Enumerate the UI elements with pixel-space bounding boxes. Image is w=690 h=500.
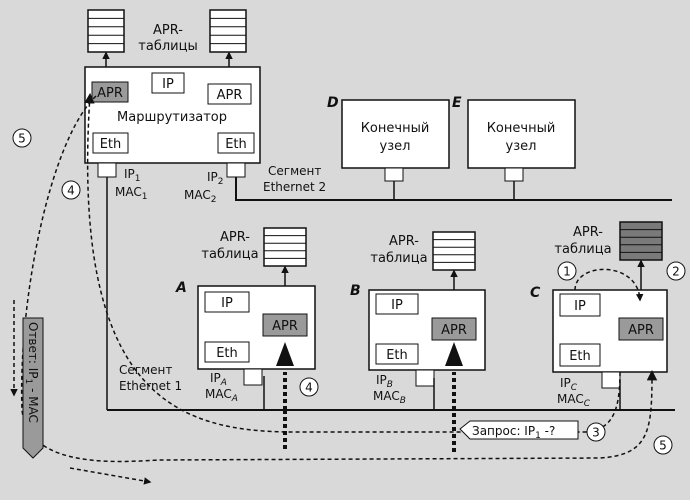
step-2-badge: 2 bbox=[666, 261, 686, 281]
svg-text:3: 3 bbox=[592, 426, 600, 440]
host-c-eth: Eth bbox=[569, 349, 591, 364]
broadcast-arrowhead-a bbox=[276, 342, 294, 366]
host-c-letter: C bbox=[530, 285, 541, 301]
response-label: Ответ: IP1 - MAC bbox=[22, 317, 44, 459]
endnode-d: D Конечный узел bbox=[327, 95, 450, 200]
host-a-letter: A bbox=[175, 280, 187, 296]
router-arp-right: APR bbox=[217, 88, 243, 103]
host-b: APR- таблица B IP APR Eth bbox=[350, 231, 486, 410]
host-a-table-label-1: APR- bbox=[220, 230, 250, 245]
router: APR IP APR Маршрутизатор Eth Eth bbox=[84, 66, 261, 178]
endnode-d-letter: D bbox=[327, 95, 339, 111]
step-1-badge: 1 bbox=[557, 261, 577, 281]
host-a-ip: IP bbox=[221, 296, 233, 311]
step-4-badge-hosts: 4 bbox=[299, 377, 319, 397]
host-b-table-label-1: APR- bbox=[389, 234, 419, 249]
router-arp-left: APR bbox=[97, 86, 123, 101]
host-b-table-label-2: таблица bbox=[370, 251, 427, 266]
endnode-d-line2: узел bbox=[380, 139, 411, 154]
svg-text:1: 1 bbox=[563, 265, 571, 279]
svg-text:5: 5 bbox=[659, 439, 667, 453]
host-a-table-label-2: таблица bbox=[201, 247, 258, 262]
step-5-badge-router: 5 bbox=[12, 128, 32, 148]
router-tables-label-1: APR- bbox=[153, 23, 183, 38]
host-b-eth: Eth bbox=[386, 348, 408, 363]
host-b-letter: B bbox=[350, 283, 361, 299]
response-path bbox=[20, 95, 658, 463]
segment2-label-1: Сегмент bbox=[268, 164, 321, 178]
host-b-arp: APR bbox=[441, 323, 467, 338]
request-text: Запрос: IP1 -? bbox=[472, 424, 555, 441]
segment1-label-1: Сегмент bbox=[119, 363, 172, 377]
endnode-e-line1: Конечный bbox=[487, 121, 556, 136]
host-a-arp: APR bbox=[272, 319, 298, 334]
host-a-port-ip: IPA bbox=[210, 371, 227, 388]
request-label: Запрос: IP1 -? bbox=[459, 420, 579, 441]
host-a-eth: Eth bbox=[216, 346, 238, 361]
host-a-port-mac: MACA bbox=[205, 387, 238, 404]
request-path bbox=[84, 92, 621, 433]
host-b-ip: IP bbox=[391, 298, 403, 313]
host-c-arp: APR bbox=[628, 323, 654, 338]
host-a: APR- таблица A IP APR Eth bbox=[175, 227, 316, 410]
segment2-label-2: Ethernet 2 bbox=[263, 180, 326, 194]
endnode-e-line2: узел bbox=[506, 139, 537, 154]
router-port1-mac: MAC1 bbox=[115, 185, 147, 202]
host-c-port-ip: IPC bbox=[560, 376, 578, 393]
response-text: Ответ: IP1 - MAC bbox=[23, 322, 40, 423]
endnode-e: E Конечный узел bbox=[452, 95, 576, 200]
router-tables-label-2: таблицы bbox=[138, 39, 197, 54]
svg-text:2: 2 bbox=[672, 265, 680, 279]
segment2-bus bbox=[235, 177, 672, 201]
router-port2-mac: MAC2 bbox=[184, 188, 216, 205]
router-ip: IP bbox=[162, 77, 174, 92]
step-5-badge-host: 5 bbox=[653, 435, 673, 455]
router-eth-left: Eth bbox=[100, 137, 122, 152]
step1-path bbox=[574, 268, 644, 302]
router-eth-right: Eth bbox=[225, 137, 247, 152]
step-4-badge-router: 4 bbox=[61, 180, 81, 200]
host-c-table-label-2: таблица bbox=[554, 242, 611, 257]
host-b-port-mac: MACB bbox=[373, 389, 406, 406]
endnode-e-letter: E bbox=[452, 95, 462, 111]
endnode-d-line1: Конечный bbox=[361, 121, 430, 136]
host-c-table-label-1: APR- bbox=[573, 225, 603, 240]
host-c-ip: IP bbox=[574, 299, 586, 314]
segment1-label-2: Ethernet 1 bbox=[119, 379, 182, 393]
host-c: APR- таблица C IP APR Eth bbox=[530, 221, 668, 410]
router-port2-ip: IP2 bbox=[207, 170, 224, 187]
svg-text:5: 5 bbox=[18, 132, 26, 146]
host-c-port-mac: MACC bbox=[557, 392, 591, 409]
svg-text:4: 4 bbox=[67, 184, 75, 198]
step-3-badge: 3 bbox=[586, 422, 606, 442]
host-b-port-ip: IPB bbox=[376, 373, 393, 390]
response-bottom-arrow bbox=[69, 467, 152, 485]
router-arp-table-left bbox=[87, 9, 125, 53]
broadcast-arrowhead-b bbox=[445, 342, 463, 366]
router-arp-table-right bbox=[209, 9, 247, 53]
router-name: Маршрутизатор bbox=[117, 110, 227, 125]
router-port1-ip: IP1 bbox=[124, 167, 141, 184]
svg-text:4: 4 bbox=[305, 381, 313, 395]
